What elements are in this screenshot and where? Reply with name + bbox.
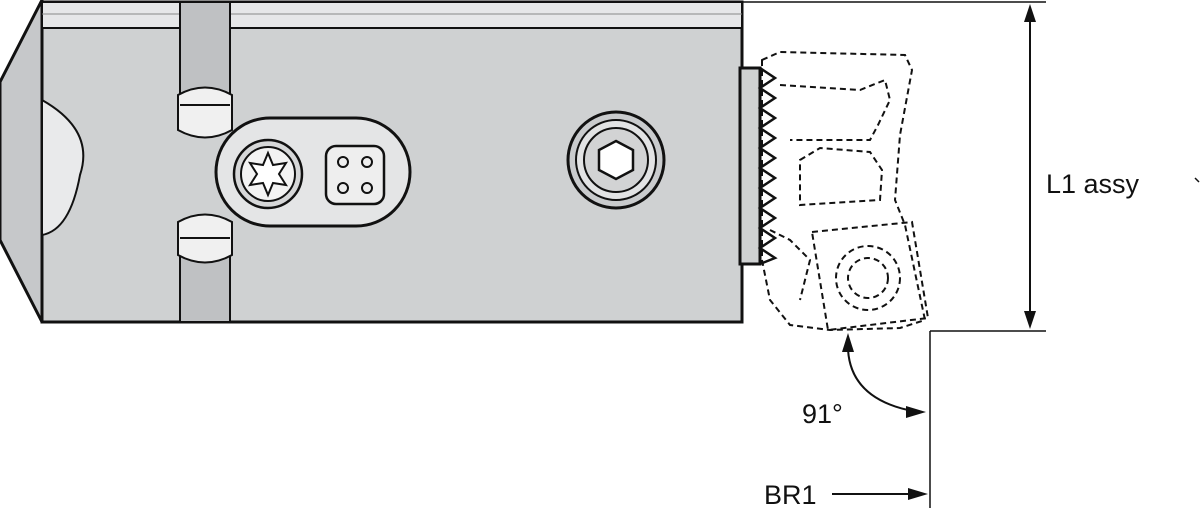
l1-dimension: L1 assy: [742, 1, 1200, 332]
top-rail: [41, 1, 743, 29]
angle-label: 91°: [802, 399, 843, 429]
serrated-interface: [738, 66, 778, 266]
arrowhead-down: [1024, 311, 1036, 329]
holder-nose: [0, 0, 44, 323]
insert-screw-icon: [835, 245, 901, 311]
br1-dimension: BR1: [764, 480, 928, 508]
vertical-slot-top: [179, 1, 231, 101]
angle-arrowhead-right: [906, 406, 926, 418]
lock-pin-top: [177, 86, 233, 139]
lock-pin-bottom: [177, 213, 233, 264]
torx-screw-icon: [232, 138, 304, 210]
cartridge-head: [761, 50, 930, 332]
br1-label: BR1: [764, 480, 817, 508]
angle-arrowhead-top: [842, 333, 854, 352]
arrowhead-up: [1024, 4, 1036, 22]
four-hole-pad-icon: [324, 144, 386, 206]
hex-socket-screw-icon: [566, 110, 666, 210]
cutting-insert: [810, 220, 930, 332]
left-lobe: [41, 98, 85, 237]
holder-body: [0, 0, 744, 324]
angle-dimension: 91°: [802, 331, 931, 508]
br1-arrowhead: [908, 488, 928, 500]
l1-assy-label: L1 assy: [1046, 169, 1140, 199]
